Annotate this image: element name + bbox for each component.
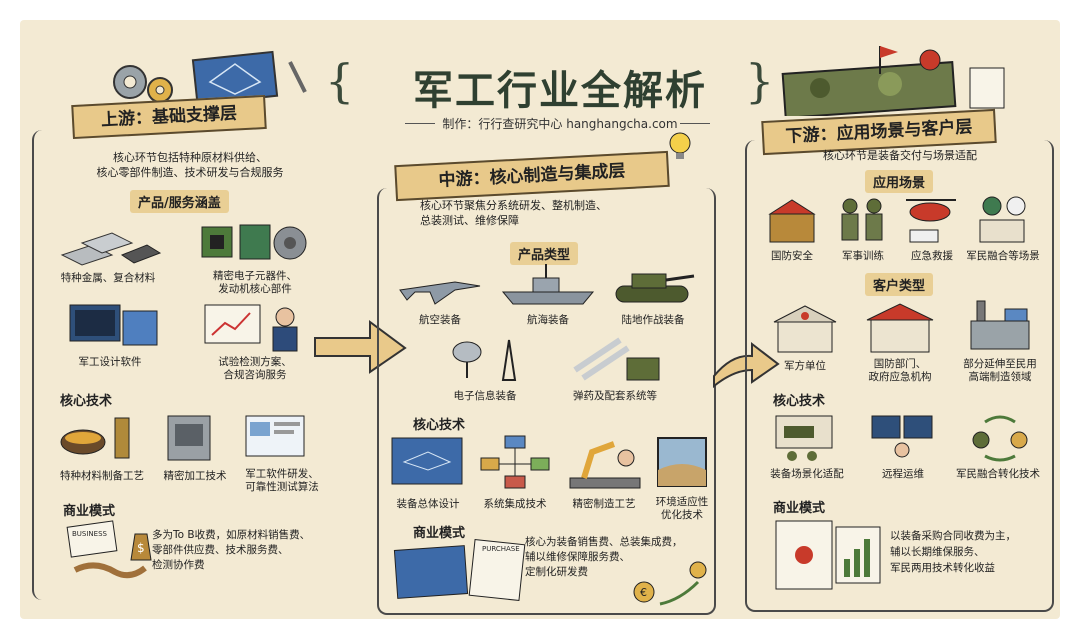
mid-product-1: 航海装备	[527, 314, 569, 326]
down-scene-1: 军事训练	[842, 250, 884, 262]
software-testing-icon	[245, 415, 305, 457]
down-tech-1: 远程运维	[882, 468, 924, 480]
government-building-icon	[866, 303, 934, 353]
fortress-icon	[768, 199, 816, 243]
right-brace: }	[745, 54, 775, 108]
upstream-product-3: 试验检测方案、 合规咨询服务	[218, 356, 292, 381]
metal-ingots-icon	[60, 232, 162, 266]
mid-biz-tag: 商业模式	[413, 526, 466, 541]
mid-product-4: 弹药及配套系统等	[573, 390, 657, 402]
page-subtitle: 制作：行行查研究中心 hanghangcha.com	[442, 117, 678, 131]
down-biz-tag: 商业模式	[773, 501, 826, 516]
warship-icon	[501, 264, 595, 305]
down-client-0: 军方单位	[784, 360, 826, 372]
blueprint-design-icon	[391, 437, 463, 485]
upstream-desc: 核心环节包括特种原材料供给、 核心零部件制造、技术研发与合规服务	[96, 151, 284, 179]
flow-arrow-up-mid	[314, 320, 407, 374]
midstream-products-tag: 产品类型	[510, 242, 579, 265]
mid-product-2: 陆地作战装备	[621, 314, 685, 326]
factory-icon	[970, 300, 1030, 350]
down-client-1: 国防部门、 政府应急机构	[868, 358, 932, 383]
upstream-biz-tag: 商业模式	[63, 504, 116, 519]
military-hq-icon	[773, 305, 837, 353]
conversion-cycle-icon	[972, 415, 1028, 462]
lightbulb-icon	[669, 132, 691, 159]
upstream-product-1: 精密电子元器件、 发动机核心部件	[213, 270, 297, 295]
mid-product-0: 航空装备	[419, 314, 461, 326]
mid-biz: 核心为装备销售费、总装集成费， 辅以维修保障服务费、 定制化研发费	[525, 536, 683, 578]
purchase-contract-icon	[393, 538, 526, 602]
left-brace: {	[325, 54, 355, 108]
cnc-machine-icon	[167, 415, 211, 461]
upstream-products-tag: 产品/服务涵盖	[130, 190, 229, 213]
upstream-tech-tag: 核心技术	[60, 394, 113, 409]
testing-consultant-icon	[204, 304, 298, 352]
down-biz: 以装备采购合同收费为主， 辅以长期维保服务、 军民两用技术转化收益	[890, 530, 1016, 574]
downstream-scenes-tag: 应用场景	[865, 170, 934, 193]
chip-engine-icon	[201, 224, 307, 260]
system-integration-icon	[480, 435, 550, 489]
down-scene-0: 国防安全	[771, 250, 813, 262]
mid-tech-tag: 核心技术	[413, 418, 466, 433]
upstream-tech-2: 军工软件研发、 可靠性测试算法	[245, 468, 319, 493]
svg-text:$: $	[137, 541, 145, 555]
gears-blueprint-icon	[113, 50, 307, 106]
down-client-2: 部分延伸至民用 高端制造领域	[963, 358, 1037, 383]
upstream-tech-0: 特种材料制备工艺	[60, 470, 144, 482]
down-scene-2: 应急救援	[911, 250, 953, 262]
upstream-product-0: 特种金属、复合材料	[60, 272, 156, 284]
business-handshake-icon: $	[66, 520, 152, 579]
mid-tech-2: 精密制造工艺	[572, 498, 636, 510]
material-furnace-icon	[60, 417, 130, 459]
tank-icon	[615, 273, 695, 303]
robot-arm-icon	[569, 441, 641, 489]
military-map-icon	[781, 46, 1005, 116]
design-software-icon	[69, 304, 158, 346]
down-tech-0: 装备场景化适配	[770, 468, 844, 480]
page-title: 军工行业全解析	[413, 68, 707, 114]
rescue-helicopter-icon	[906, 199, 956, 243]
svg-text:€: €	[640, 586, 647, 599]
mid-product-3: 电子信息装备	[453, 390, 517, 402]
mid-tech-3: 环境适应性 优化技术	[655, 496, 709, 521]
purchase-sign: PURCHASE	[482, 545, 520, 553]
down-tech-2: 军民融合转化技术	[956, 468, 1040, 480]
environment-cube-icon	[657, 437, 707, 487]
fighter-jet-icon	[399, 281, 481, 305]
radar-tower-icon	[452, 339, 517, 381]
midstream-desc: 核心环节聚焦分系统研发、整机制造、 总装测试、维修保障	[420, 199, 607, 227]
coins-growth-icon: €	[633, 561, 707, 606]
civil-military-icon	[979, 196, 1026, 243]
contract-chart-icon	[775, 520, 881, 590]
down-scene-3: 军民融合等场景	[966, 250, 1040, 262]
downstream-clients-tag: 客户类型	[865, 273, 934, 296]
remote-monitor-icon	[871, 415, 933, 458]
mid-tech-1: 系统集成技术	[483, 498, 547, 510]
missiles-ammo-icon	[573, 337, 660, 381]
upstream-panel	[32, 130, 334, 600]
upstream-biz: 多为To B收费，如原材料销售费、 零部件供应费、技术服务费、 检测协作费	[152, 529, 311, 571]
upstream-product-2: 军工设计软件	[78, 356, 142, 368]
infographic-canvas: { } 军工行业全解析 制作：行行查研究中心 hanghangcha.com 上…	[20, 20, 1060, 619]
scene-adapt-icon	[775, 415, 833, 461]
soldiers-icon	[841, 198, 883, 241]
business-sign: BUSINESS	[72, 530, 107, 538]
downstream-desc: 核心环节是装备交付与场景适配	[823, 149, 977, 162]
midstream-panel	[377, 188, 716, 615]
upstream-tech-1: 精密加工技术	[163, 470, 227, 482]
mid-tech-0: 装备总体设计	[396, 498, 460, 510]
down-tech-tag: 核心技术	[773, 394, 826, 409]
downstream-panel	[745, 140, 1054, 612]
